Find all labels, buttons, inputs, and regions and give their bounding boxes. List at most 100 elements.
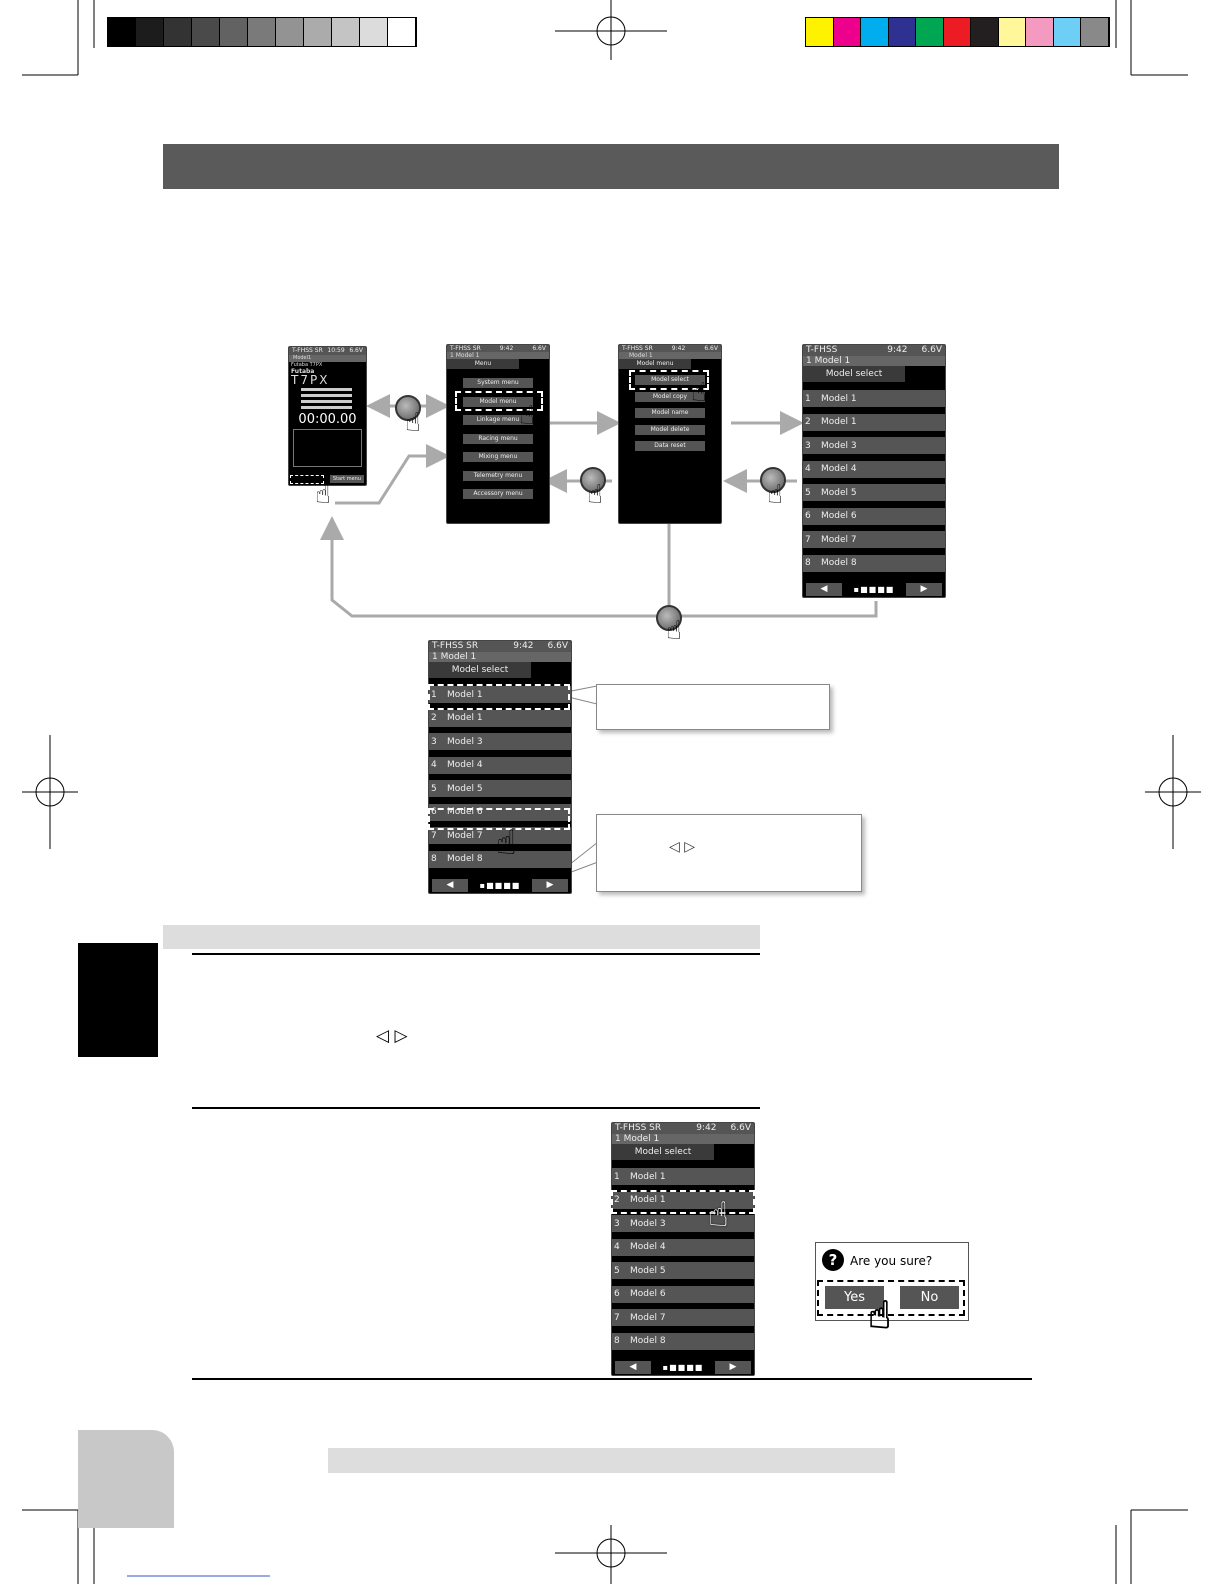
model-name: Model 1 — [447, 689, 483, 700]
status-protocol: T-FHSS SR — [450, 345, 481, 352]
model-row[interactable]: 3 Model 3 — [803, 437, 945, 454]
menu-item-accessory-menu[interactable]: Accessory menu — [463, 489, 533, 499]
menu-item-model-delete[interactable]: Model delete — [635, 424, 705, 435]
model-name: Model 3 — [447, 736, 483, 747]
menu-item-system-menu[interactable]: System menu — [463, 378, 533, 388]
next-page-button[interactable]: ▶ — [906, 582, 942, 596]
prev-page-button[interactable]: ◀ — [615, 1360, 651, 1374]
model-name: Model 1 — [821, 393, 857, 404]
menu-item-data-reset[interactable]: Data reset — [635, 441, 705, 451]
status-time: 9:42 — [887, 345, 908, 355]
status-voltage: 6.6V — [532, 345, 546, 352]
menu-item-racing-menu[interactable]: Racing menu — [463, 433, 533, 444]
divider — [192, 1378, 1032, 1380]
page-dots-indicator: ▪■■■■ — [662, 1362, 704, 1372]
model-label: Model1 — [289, 355, 366, 362]
yes-button[interactable]: Yes — [825, 1286, 884, 1309]
model-row[interactable]: 6 Model 6 — [803, 507, 945, 525]
model-label: 1 Model 1 — [612, 1134, 754, 1144]
model-row[interactable]: 2 Model 1 — [612, 1191, 754, 1209]
model-number: 6 — [614, 1289, 620, 1299]
confirm-dialog: ? Are you sure? Yes No — [815, 1242, 969, 1321]
model-number: 5 — [614, 1265, 620, 1276]
subsection-header-bar — [163, 925, 760, 949]
color-swatch — [943, 18, 971, 46]
gray-swatch — [304, 18, 332, 46]
model-number: 4 — [431, 760, 437, 770]
menu-item-model-copy[interactable]: Model copy — [635, 391, 705, 402]
status-time: 9:42 — [513, 641, 534, 651]
model-name: Model 3 — [821, 440, 857, 451]
model-number: 2 — [805, 417, 811, 427]
model-menu-highlight — [455, 391, 543, 411]
color-swatch — [806, 18, 834, 46]
status-voltage: 6.6V — [349, 347, 363, 354]
trim-bars — [293, 388, 362, 409]
menu-item-model-name[interactable]: Model name — [635, 408, 705, 418]
back-tap-indicator-icon — [580, 467, 606, 493]
brand-label: Futaba T7PX — [291, 362, 323, 368]
model-number: 5 — [431, 783, 437, 794]
model-name: Model 6 — [821, 511, 857, 521]
color-swatch — [888, 18, 916, 46]
menu-item-model-select[interactable]: Model select — [635, 375, 705, 385]
menu-item-linkage-menu[interactable]: Linkage menu — [463, 415, 533, 425]
start-menu-button[interactable]: Start menu — [329, 475, 364, 483]
color-swatch — [861, 18, 889, 46]
tap-indicator-icon — [395, 395, 421, 421]
telemetry-list — [293, 429, 362, 467]
status-voltage: 6.6V — [547, 641, 568, 651]
tap-hand-icon: ☝ — [405, 408, 421, 438]
prev-page-button[interactable]: ◀ — [432, 878, 468, 892]
next-page-button[interactable]: ▶ — [532, 878, 568, 892]
model-number: 6 — [805, 511, 811, 521]
grayscale-color-bar — [107, 17, 417, 47]
menu-item-telemetry-menu[interactable]: Telemetry menu — [463, 470, 533, 481]
color-swatch — [916, 18, 944, 46]
tap-hand-icon: ☝ — [867, 1293, 892, 1337]
menu-item-mixing-menu[interactable]: Mixing menu — [463, 452, 533, 462]
menu-title: Menu — [447, 359, 519, 369]
status-voltage: 6.6V — [730, 1123, 751, 1133]
home-screen: T-FHSS SR 10:59 6.6V Model1 Futaba T7PX … — [288, 346, 367, 486]
page-switch-callout: ◁ ▷ — [596, 814, 862, 892]
model-number: 2 — [614, 1195, 620, 1205]
model-name: Model 1 — [630, 1195, 666, 1205]
timer-display: 00:00.00 — [298, 412, 357, 427]
next-page-button[interactable]: ▶ — [715, 1360, 751, 1374]
model-logo: T7PX — [291, 373, 330, 387]
page-nav-bar: ◀ ▪■■■■ ▶ — [612, 1359, 754, 1375]
model-number: 2 — [431, 713, 437, 723]
prev-page-button[interactable]: ◀ — [806, 582, 842, 596]
home-tap-indicator-icon — [656, 605, 682, 631]
model-number: 3 — [805, 440, 811, 451]
color-swatch — [1081, 18, 1109, 46]
menu-item-model-menu[interactable]: Model menu — [463, 396, 533, 407]
menu-screen: T-FHSS SR 9:42 6.6V 1 Model 1 Menu Syste… — [446, 344, 550, 524]
no-button[interactable]: No — [900, 1286, 959, 1309]
tap-hand-icon: ☝ — [519, 401, 535, 431]
